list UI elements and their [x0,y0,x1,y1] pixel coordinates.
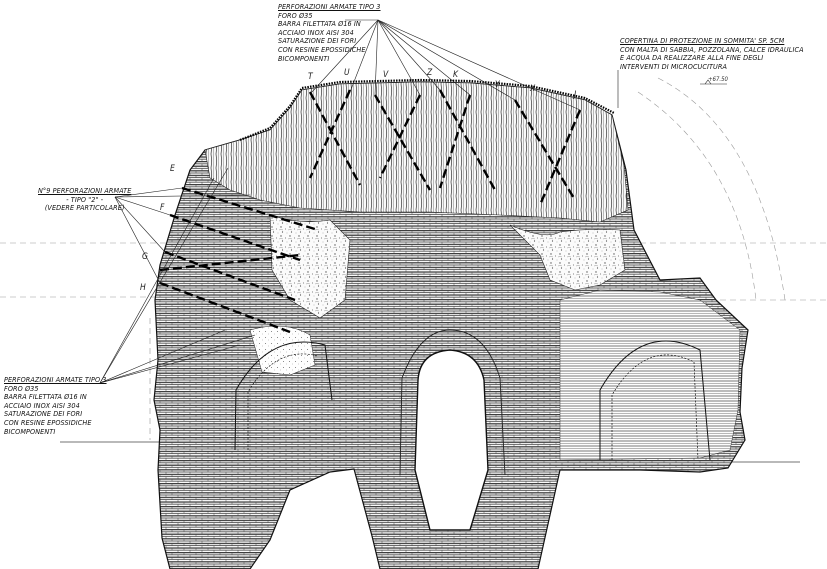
drill-lines-top [308,89,582,206]
note-top-right: COPERTINA DI PROTEZIONE IN SOMMITA' sp. … [620,36,804,71]
drill-label-h: H [140,283,146,293]
note-line: CON MALTA DI SABBIA, POZZOLANA, CALCE ID… [620,44,804,54]
central-opening [414,349,489,531]
note-line: BICOMPONENTI [278,53,330,63]
note-line: BICOMPONENTI [4,426,56,436]
arch-rings [234,340,711,461]
note-line: FORO Ø35 [278,10,313,20]
stone-fill-right [509,224,626,291]
drill-label-k: K [453,70,459,80]
central-opening-frame [399,329,506,476]
note-line: BARRA FILETTATA Ø16 IN [4,392,87,402]
note-top-right-title: COPERTINA DI PROTEZIONE IN SOMMITA' sp. … [620,36,785,45]
note-bottom-left: PERFORAZIONI ARMATE TIPO 3 FORO Ø35 BARR… [4,375,107,436]
drill-label-t: T [308,72,313,82]
brick-zone-right [559,289,741,461]
note-line: FORO Ø35 [4,383,39,393]
note-top-center-title: PERFORAZIONI ARMATE TIPO 3 [278,2,381,11]
drill-label-e: E [170,164,175,174]
note-line: INTERVENTI DI MICROCUCITURA [620,61,728,71]
leader-lines [99,19,619,384]
drill-label-y: Y [495,80,500,90]
drill-label-x: X [530,84,536,94]
note-line: BARRA FILETTATA Ø16 IN [278,19,361,29]
elevation-marker [700,79,727,85]
note-line: - TIPO "2" - [66,194,104,204]
note-top-center: PERFORAZIONI ARMATE TIPO 3 FORO Ø35 BARR… [278,2,381,63]
note-line: ACCIAIO INOX AISI 304 [278,27,354,37]
drill-label-z: Z [427,68,433,78]
drill-label-u: U [344,68,350,78]
note-left-middle-title: n°9 PERFORAZIONI ARMATE [38,186,132,195]
note-bottom-left-title: PERFORAZIONI ARMATE TIPO 3 [4,375,107,384]
stone-fill-lower [249,325,316,376]
rubble-core [204,81,629,223]
note-left-middle: n°9 PERFORAZIONI ARMATE - TIPO "2" - (VE… [38,186,132,213]
drill-label-j: J [574,90,577,100]
note-line: SATURAZIONE DEI FORI [4,409,83,419]
note-line: CON RESINE EPOSSIDICHE [278,44,366,54]
elevation-tag: +67.50 [708,76,728,83]
note-line: SATURAZIONE DEI FORI [278,36,357,46]
drill-label-f: F [160,203,165,213]
note-line: (VEDERE PARTICOLARE) [44,203,125,213]
drill-label-g: G [142,252,148,262]
drill-lines-left [159,186,319,334]
protective-cap [239,78,615,142]
note-line: ACCIAIO INOX AISI 304 [4,400,80,410]
note-line: E ACQUA DA REALIZZARE ALLA FINE DEGLI [620,53,764,63]
note-line: CON RESINE EPOSSIDICHE [4,417,92,427]
drill-label-v: V [383,70,389,80]
